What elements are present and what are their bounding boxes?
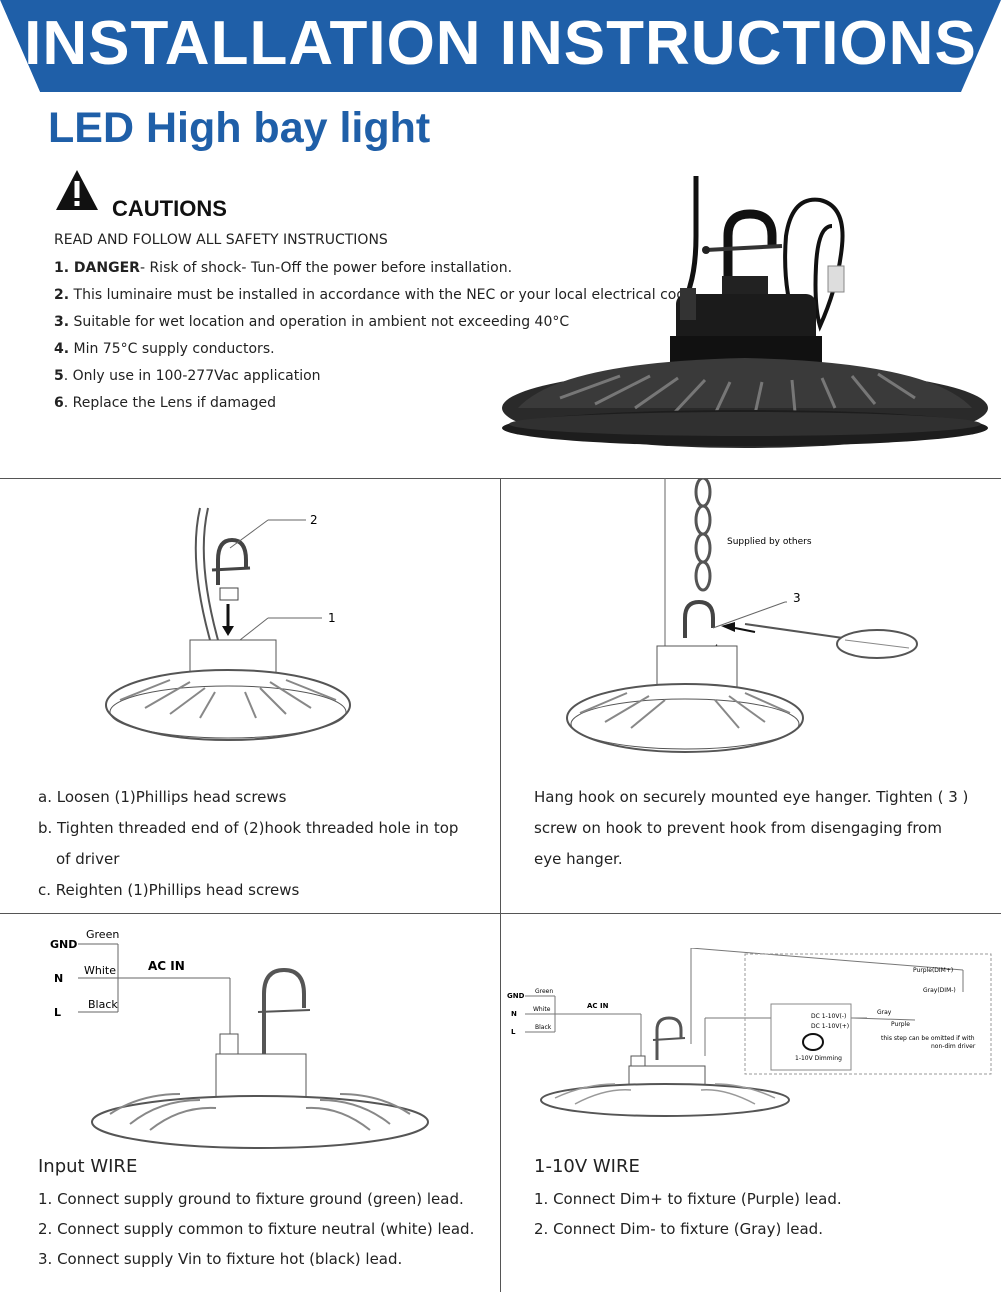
banner-title: INSTALLATION INSTRUCTIONS [24,9,977,78]
callout-hook-number: 2 [310,513,318,527]
line-label: L [54,1006,61,1019]
gnd-label: GND [507,992,525,1000]
neutral-label: N [54,972,63,985]
green-wire-label: Green [535,988,553,995]
dc-minus-label: DC 1-10V(-) [811,1013,846,1020]
product-subtitle: LED High bay light [48,104,431,152]
banner-shape [0,0,1001,92]
white-wire-label: White [533,1006,551,1013]
dimming-wire-diagram: GND N L Green White Black AC IN Purple(D… [507,948,992,1117]
gray-dim-label: Gray(DIM-) [923,987,956,994]
header-banner: INSTALLATION INSTRUCTIONS [0,0,1001,92]
dc-plus-label: DC 1-10V(+) [811,1023,849,1030]
instruction-line: of driver [56,850,120,868]
black-wire-label: Black [535,1024,552,1031]
input-wire-title: Input WIRE [38,1156,138,1177]
input-wire-steps: 1. Connect supply ground to fixture grou… [38,1190,474,1280]
gray-label: Gray [877,1009,892,1016]
caution-item: 6. Replace the Lens if damaged [54,395,277,411]
instruction-line: screw on hook to prevent hook from disen… [534,819,942,837]
cautions-list: 1. DANGER- Risk of shock- Tun-Off the po… [54,260,698,422]
callout-screw-number: 1 [328,611,336,625]
instruction-line: 2. Connect supply common to fixture neut… [38,1220,475,1238]
supplied-by-others-label: Supplied by others [727,537,812,547]
black-wire-label: Black [88,998,118,1011]
step2-instructions: Hang hook on securely mounted eye hanger… [534,788,968,881]
dimmer-knob-icon [802,1033,824,1051]
instruction-line: 2. Connect Dim- to fixture (Gray) lead. [534,1220,823,1238]
column-divider [500,478,501,1292]
instruction-line: eye hanger. [534,850,623,868]
instruction-line: Hang hook on securely mounted eye hanger… [534,788,969,806]
caution-item: 1. DANGER- Risk of shock- Tun-Off the po… [54,260,513,276]
omit-note-line2: non-dim driver [931,1043,976,1050]
dimming-wire-title: 1-10V WIRE [534,1156,640,1177]
green-wire-label: Green [86,928,119,941]
neutral-label: N [511,1010,517,1018]
instruction-line: c. Reighten (1)Phillips head screws [38,881,300,899]
omit-note-line1: this step can be omitted if with [881,1035,975,1042]
instruction-line: 1. Connect Dim+ to fixture (Purple) lead… [534,1190,842,1208]
caution-item: 2. This luminaire must be installed in a… [54,287,699,303]
purple-label: Purple [891,1021,910,1028]
instruction-line: b. Tighten threaded end of (2)hook threa… [38,819,459,837]
purple-dim-label: Purple(DIM+) [913,967,953,974]
hang-hook-diagram: Supplied by others 3 [566,478,918,753]
ac-in-label: AC IN [148,959,185,973]
warning-icon [56,170,98,210]
caution-item: 3. Suitable for wet location and operati… [54,314,570,330]
caution-item: 4. Min 75°C supply conductors. [54,341,275,357]
read-instructions-line: READ AND FOLLOW ALL SAFETY INSTRUCTIONS [54,232,388,248]
callout-screw-number: 3 [793,591,801,605]
line-label: L [511,1028,516,1036]
instruction-line: 3. Connect supply Vin to fixture hot (bl… [38,1250,403,1268]
gnd-label: GND [50,938,77,951]
input-wire-diagram: GND N L Green White Black AC IN [50,928,429,1149]
hook-install-diagram: 2 1 [105,507,351,741]
dimming-wire-steps: 1. Connect Dim+ to fixture (Purple) lead… [534,1190,842,1250]
white-wire-label: White [84,964,116,977]
instruction-line: 1. Connect supply ground to fixture grou… [38,1190,464,1208]
dimming-module-label: 1-10V Dimming [795,1055,842,1062]
step1-instructions: a. Loosen (1)Phillips head screws b. Tig… [38,788,458,912]
instruction-line: a. Loosen (1)Phillips head screws [38,788,287,806]
caution-item: 5. Only use in 100-277Vac application [54,368,321,384]
ac-in-label: AC IN [587,1002,609,1010]
cautions-title: CAUTIONS [112,196,227,221]
high-bay-light-product-image [502,176,988,448]
